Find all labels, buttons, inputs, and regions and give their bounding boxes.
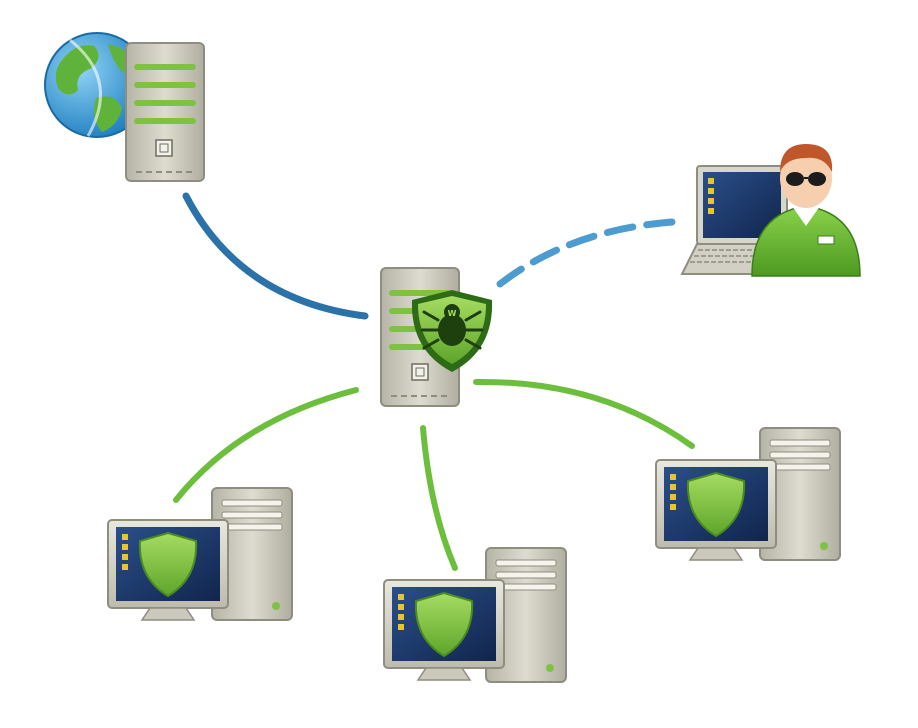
- server-tower-icon: [125, 42, 205, 182]
- pc-tower-icon: [211, 487, 293, 621]
- drweb-spider-shield-icon: W: [411, 290, 493, 372]
- remote-admin-node: [680, 144, 861, 277]
- link-internet-to-central: [182, 192, 369, 320]
- link-central-to-workstation-left: [173, 387, 359, 503]
- shield-icon: [138, 531, 198, 598]
- link-central-to-workstation-right: [473, 378, 695, 449]
- workstation-right-node: [655, 427, 841, 561]
- links: [173, 192, 695, 571]
- shield-icon: [686, 471, 746, 538]
- link-central-to-workstation-middle: [420, 425, 458, 571]
- workstation-left-node: [107, 487, 293, 621]
- workstation-middle-node: [383, 547, 567, 683]
- internet-server-node: [44, 32, 205, 182]
- pc-tower-icon: [485, 547, 567, 683]
- admin-user-icon: [751, 144, 861, 277]
- shield-icon: [414, 591, 474, 658]
- link-central-to-admin: [496, 218, 676, 288]
- svg-text:W: W: [448, 309, 457, 318]
- central-server-node: W: [380, 267, 493, 407]
- pc-tower-icon: [759, 427, 841, 561]
